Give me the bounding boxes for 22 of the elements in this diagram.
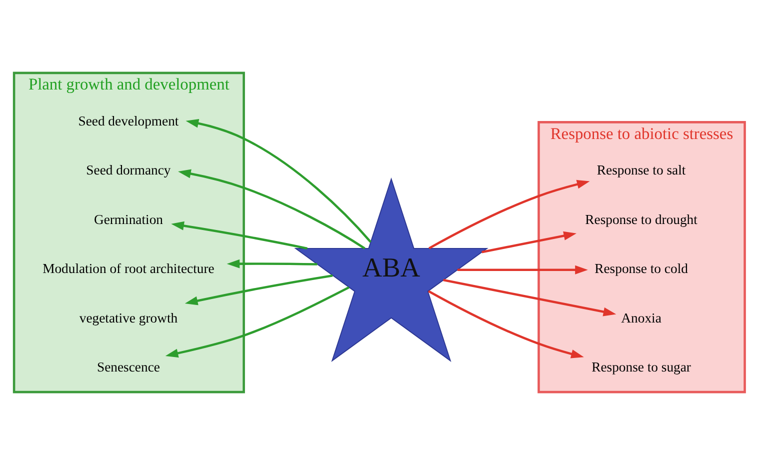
arrow [428,179,590,249]
arrow [428,290,584,358]
node-text: Anoxia [621,310,662,325]
node-text: Response to salt [596,162,686,178]
node-text: Germination [94,211,163,226]
arrow [226,258,318,268]
arrow [443,278,616,316]
arrow [165,286,350,358]
node-text: Response to sugar [592,359,691,374]
arrow [457,264,588,274]
node-text: Senescence [97,359,160,374]
arrow [184,274,333,305]
arrow [482,230,576,253]
arrow [178,168,366,249]
node-text: Modulation of root architecture [42,260,214,276]
arrow [186,118,372,242]
node-text: Seed development [78,112,179,128]
node-text: Response to cold [594,260,688,276]
node-text: Seed dormancy [86,162,171,178]
node-text: vegetative growth [79,310,178,325]
node-text: Response to drought [585,211,698,226]
arrow [171,220,308,250]
